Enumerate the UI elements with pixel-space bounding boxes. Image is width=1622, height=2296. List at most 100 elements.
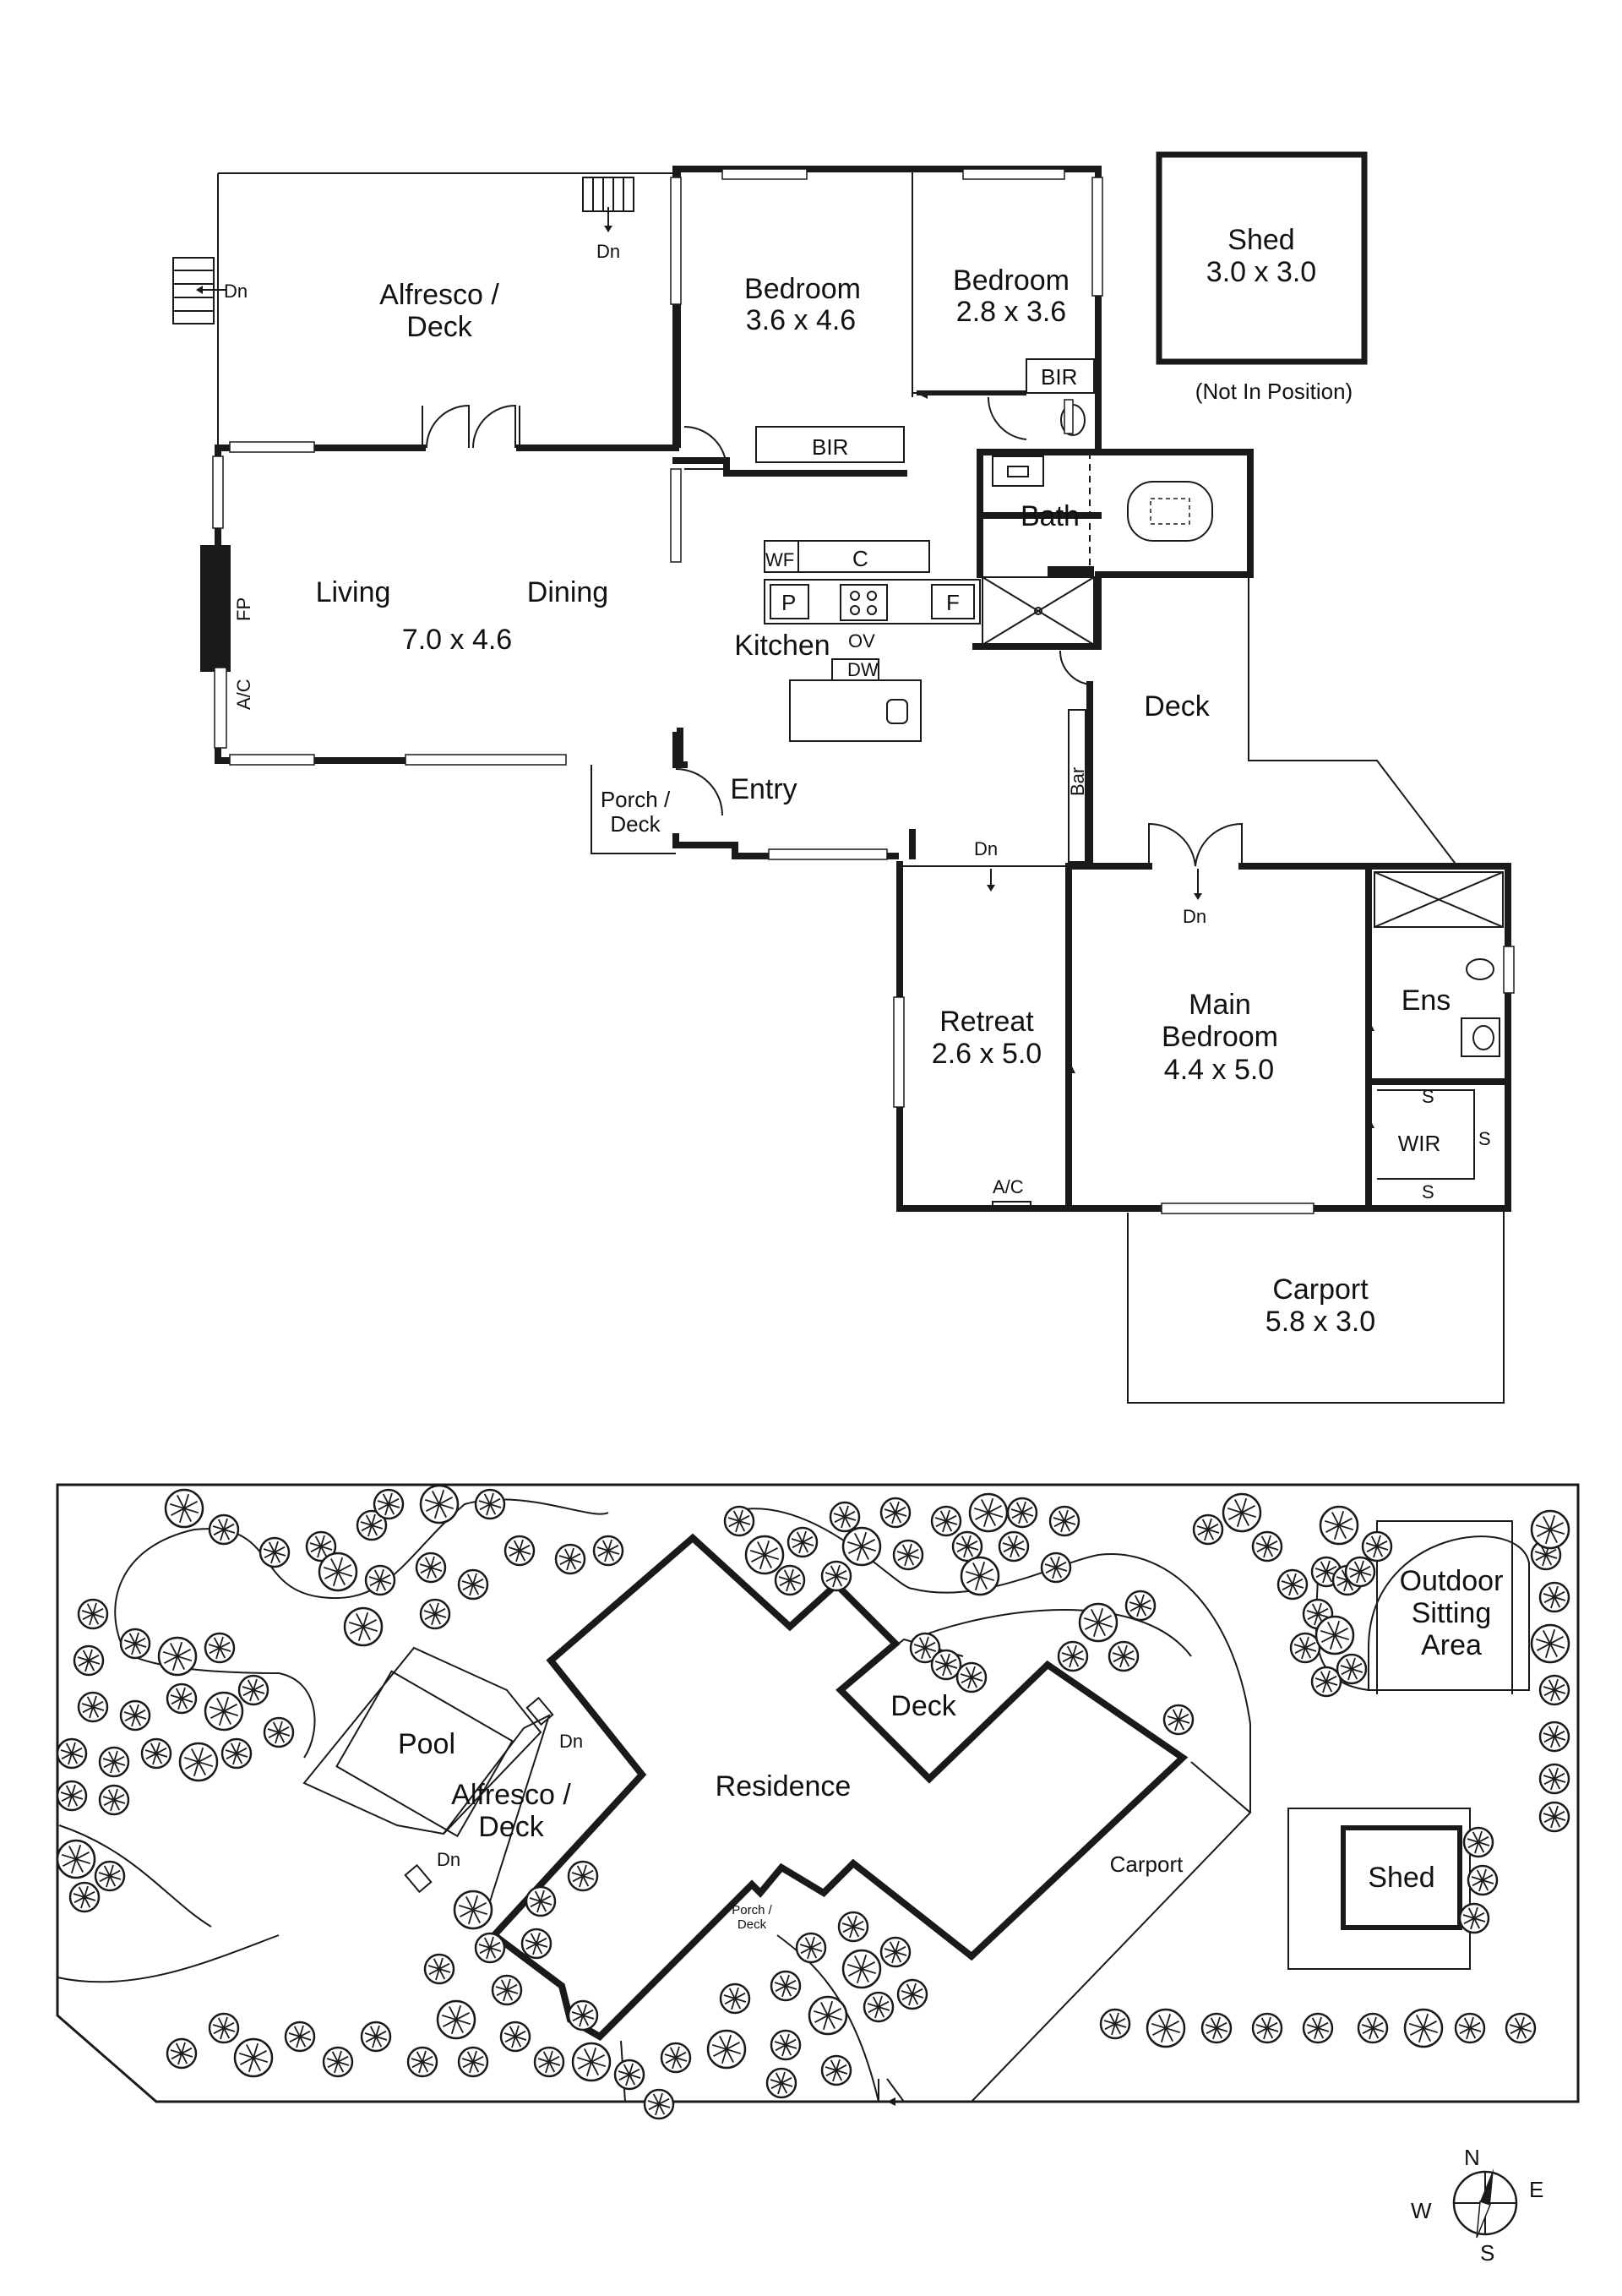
tree-branch [1256, 2021, 1278, 2035]
tree-branch [724, 1992, 746, 2005]
porch-deck-label: Porch /Deck [601, 787, 671, 837]
tree-branch [1543, 1683, 1565, 1697]
tree-branch [82, 1700, 104, 1714]
tree-branch [462, 2055, 484, 2069]
shed-name: Shed [1227, 224, 1294, 256]
tree-branch [825, 2064, 847, 2077]
wf-label: WF [765, 549, 794, 570]
tree-branch [240, 2049, 267, 2066]
tree-branch [800, 1941, 822, 1955]
dn-label: Dn [596, 241, 620, 262]
tree-branch [424, 1607, 446, 1621]
tree-branch [460, 1901, 487, 1918]
tree-branch [1349, 1565, 1371, 1579]
alfresco-deck-label: Alfresco /Deck [379, 279, 499, 343]
tree-branch [961, 1671, 982, 1684]
tree-branch [350, 1618, 377, 1635]
tree-branch [1315, 1565, 1337, 1579]
compass-e: E [1529, 2177, 1543, 2202]
dn-label: Dn [1183, 906, 1206, 927]
site-dn-label: Dn [559, 1731, 583, 1752]
tree-branch [834, 1510, 856, 1524]
compass-s: S [1480, 2240, 1494, 2266]
tree-branch [1228, 1504, 1255, 1521]
tree-branch [1294, 1641, 1316, 1655]
tree-branch [327, 2055, 349, 2069]
tree-branch [1315, 1675, 1337, 1688]
ensuite-basin [1461, 1017, 1500, 1057]
s-label: S [1478, 1128, 1491, 1149]
ensuite-toilet [1466, 958, 1494, 980]
tree-branch [1206, 2021, 1227, 2035]
tree-branch [1045, 1561, 1067, 1574]
residence-outline [489, 1533, 1189, 2041]
ensuite-shower [1374, 871, 1504, 928]
tree-branch [525, 1937, 547, 1950]
bedroom1-size: 3.6 x 4.6 [746, 304, 856, 336]
site-boundary [56, 1483, 1580, 2103]
tree-branch [242, 1683, 264, 1697]
tree-branch [1459, 2021, 1481, 2035]
tree-branch [665, 2051, 687, 2064]
tree-branch [935, 1658, 957, 1672]
tree-branch [868, 2000, 890, 2014]
dining-label: Dining [527, 576, 608, 608]
tree-branch [213, 2021, 235, 2035]
tree-branch [1543, 1730, 1565, 1743]
ac-label: A/C [233, 679, 254, 710]
floor-plan: Dn Dn BIR BIR [172, 151, 1515, 1404]
tree-branch [209, 1641, 231, 1655]
tree-branch [1472, 1873, 1494, 1887]
tree-branch [1256, 1540, 1278, 1553]
retreat-name: Retreat [939, 1006, 1034, 1038]
tree-branch [462, 1578, 484, 1591]
tree-branch [185, 1753, 212, 1770]
shed-size: 3.0 x 3.0 [1206, 256, 1316, 288]
tree-branch [713, 2041, 740, 2058]
tree-branch [572, 1869, 594, 1883]
tree-branch [578, 2053, 605, 2070]
tree-branch [848, 1961, 875, 1977]
tree-branch [1085, 1614, 1112, 1631]
deck-label: Deck [1144, 690, 1210, 723]
bir-label: BIR [1041, 364, 1077, 390]
tree-branch [324, 1563, 351, 1580]
tree-branch [504, 2030, 526, 2043]
site-deck-label: Deck [890, 1690, 956, 1722]
ac-label: A/C [993, 1176, 1024, 1197]
tree-branch [428, 1962, 450, 1976]
tree-branch [378, 1497, 400, 1511]
tree-branch [648, 2097, 670, 2111]
tree-branch [1003, 1540, 1025, 1553]
tree-branch [597, 1544, 619, 1557]
pool [335, 1670, 514, 1838]
tree-branch [792, 1535, 814, 1549]
tree-branch [884, 1945, 906, 1959]
tree-branch [770, 2076, 792, 2090]
tree-branch [82, 1607, 104, 1621]
tree-branch [1197, 1523, 1219, 1536]
living-label: Living [316, 576, 391, 608]
tree-branch [1062, 1650, 1084, 1663]
tree-branch [1168, 1713, 1189, 1726]
tree-branch [975, 1504, 1002, 1521]
alfresco-steps-left: Dn [172, 257, 248, 324]
tree-branch [1510, 2021, 1532, 2035]
tree-branch [1307, 1607, 1329, 1621]
tree-branch [171, 2047, 193, 2060]
tree-branch [213, 1523, 235, 1536]
shed-outline [1156, 151, 1368, 365]
tree-branch [264, 1546, 286, 1559]
tree-branch [78, 1654, 100, 1667]
tree-branch [538, 2055, 560, 2069]
tree-branch [443, 2011, 470, 2028]
tree-branch [63, 1851, 90, 1868]
tree-branch [171, 1692, 193, 1705]
tree-branch [1543, 1590, 1565, 1604]
main-bedroom-size: 4.4 x 5.0 [1164, 1054, 1274, 1086]
tree-branch [1467, 1835, 1489, 1849]
tree-branch [842, 1920, 864, 1933]
tree-branch [901, 1988, 923, 2001]
tree-branch [1325, 1517, 1353, 1534]
